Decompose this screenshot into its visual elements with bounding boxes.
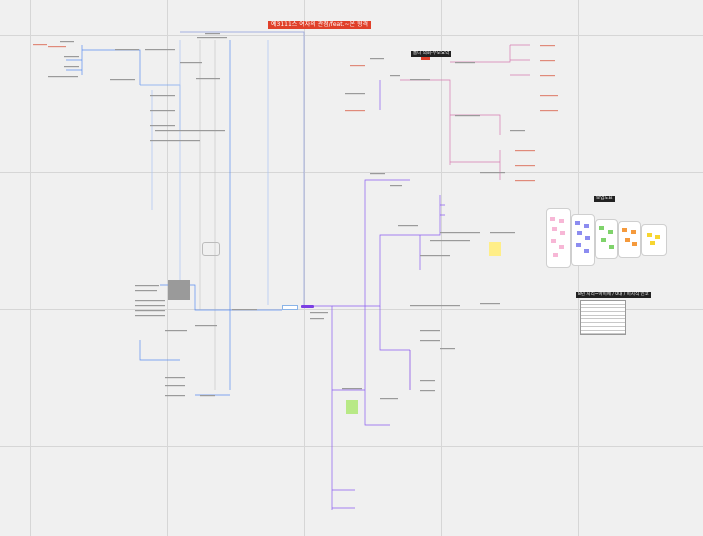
section-label[interactable]: 8년 시리~아이에 / 0대 / 미시식 인코 (576, 292, 651, 298)
sticky-note-icon (625, 238, 630, 242)
sticky-note-icon (560, 231, 565, 235)
sticky-note-icon (584, 249, 589, 253)
sticky-note-icon (650, 241, 655, 245)
sticky-note-icon (647, 233, 652, 237)
sticky-note-icon (622, 228, 627, 232)
sticky-note-icon (585, 236, 590, 240)
sticky-note-icon (584, 224, 589, 228)
grid-line (0, 446, 703, 447)
sticky-note-icon (559, 219, 564, 223)
table-row (581, 301, 625, 305)
sticky-note-icon (632, 242, 637, 246)
root-node[interactable] (282, 305, 298, 310)
sticky-card-pink[interactable] (546, 208, 571, 268)
sticky-note-icon (577, 231, 582, 235)
section-label[interactable]: 보업도표 (594, 196, 615, 202)
sticky-note[interactable] (489, 242, 501, 256)
grid-line (167, 0, 168, 536)
sticky-card-blue[interactable] (571, 214, 595, 266)
sticky-note-icon (576, 243, 581, 247)
sticky-note-icon (599, 226, 604, 230)
sticky-note-icon (552, 227, 557, 231)
sticky-note-icon (609, 245, 614, 249)
grid-line (0, 172, 703, 173)
grid-line (0, 309, 703, 310)
sticky-note-icon (608, 230, 613, 234)
canvas-title[interactable]: 예3111스 여자의 관점/feat.~온 형격 (268, 21, 371, 29)
grid-line (304, 0, 305, 536)
table-row (581, 323, 625, 327)
sticky-card-green[interactable] (595, 219, 618, 259)
central-topic-node[interactable] (301, 305, 314, 308)
sticky-note-icon (601, 238, 606, 242)
section-label[interactable]: 롬니 의회-부모요약 (411, 51, 452, 57)
sticky-note-icon (550, 217, 555, 221)
table-row (581, 327, 625, 331)
grid-line (30, 0, 31, 536)
summary-table[interactable] (580, 300, 626, 335)
sticky-note-icon (655, 235, 660, 239)
sticky-note-icon (553, 253, 558, 257)
sticky-note-icon (575, 221, 580, 225)
sticky-card-orange[interactable] (618, 221, 641, 258)
table-row (581, 312, 625, 316)
sticky-note[interactable] (346, 400, 358, 414)
empty-frame[interactable] (202, 242, 220, 256)
sticky-card-yellow[interactable] (641, 224, 667, 256)
sticky-note-icon (551, 239, 556, 243)
grid-line (0, 35, 703, 36)
table-row (581, 316, 625, 320)
sticky-note-icon (631, 230, 636, 234)
grid-line (578, 0, 579, 536)
table-row (581, 305, 625, 309)
table-row (581, 331, 625, 335)
table-row (581, 319, 625, 324)
tag-chip (421, 57, 430, 60)
sticky-note-icon (559, 245, 564, 249)
grid-line (441, 0, 442, 536)
table-row (581, 308, 625, 313)
